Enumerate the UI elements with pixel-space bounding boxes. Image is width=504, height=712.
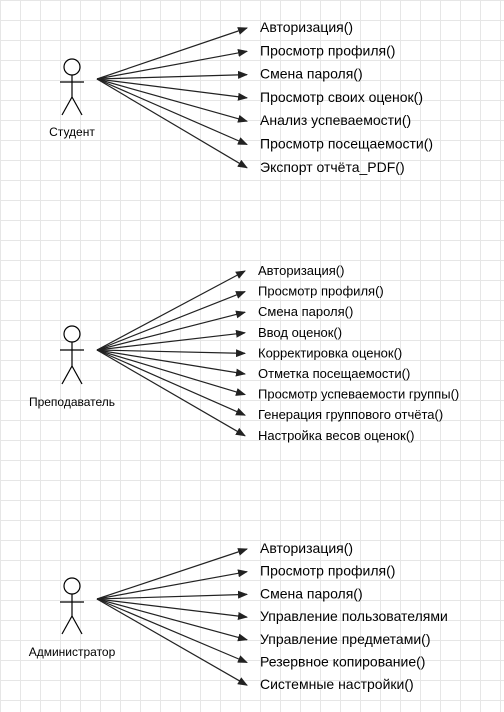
association-arrow [96,349,246,377]
association-arrow [96,49,248,80]
actor-figure-teacher [60,325,84,385]
use-case-label: Смена пароля() [260,66,363,82]
use-case-label: Авторизация() [260,540,353,556]
use-case-label: Просмотр посещаемости() [260,136,433,152]
association-arrow [96,78,248,169]
use-case-label: Смена пароля() [258,304,353,319]
use-case-label: Резервное копирование() [260,654,425,670]
use-case-label: Просмотр профиля() [258,284,384,299]
association-arrow [96,598,248,664]
association-arrow [96,270,246,351]
association-arrow [96,569,248,600]
association-arrow [96,78,248,101]
use-case-label: Смена пароля() [260,585,363,601]
association-arrow [96,78,248,123]
use-case-label: Просмотр профиля() [260,563,395,579]
association-arrow [96,78,248,146]
use-case-label: Отметка посещаемости() [258,366,410,381]
use-case-label: Авторизация() [258,263,344,278]
use-case-label: Управление предметами() [260,631,431,647]
use-case-label: Генерация группового отчёта() [258,407,443,422]
actor-label-teacher: Преподаватель [29,395,115,409]
use-case-labels-admin: Авторизация() Просмотр профиля() Смена пар… [260,540,448,692]
association-arrow [96,310,246,351]
use-case-labels-teacher: Авторизация() Просмотр профиля() Смена пар… [258,263,459,443]
association-arrow [96,291,246,351]
actor-group-teacher: Преподаватель Авторизация() Просмотр проф… [29,263,459,443]
use-case-label: Ввод оценок() [258,325,342,340]
association-arrow [96,349,246,396]
association-arrow [96,70,248,80]
association-arrow [96,598,248,686]
association-arrow [96,349,246,358]
use-case-label: Экспорт отчёта_PDF() [260,159,405,175]
association-arrows-admin [96,548,248,686]
use-case-labels-student: Авторизация() Просмотр профиля() Смена пар… [260,19,433,175]
use-case-label: Корректировка оценок() [258,345,402,360]
association-arrow [96,349,246,437]
actor-figure-admin [60,577,84,635]
use-case-label: Настройка весов оценок() [258,428,415,443]
association-arrow [96,598,248,620]
association-arrow [96,590,248,600]
association-arrow [96,329,246,351]
actor-group-admin: Администратор Авторизация() Просмотр проф… [29,540,448,692]
use-case-label: Просмотр своих оценок() [260,89,423,105]
use-case-label: Авторизация() [260,19,353,35]
use-case-label: Анализ успеваемости() [260,112,411,128]
actor-group-student: Студент Авторизация() Просмотр профиля() С… [49,19,433,175]
use-case-label: Просмотр профиля() [260,42,395,58]
association-arrows-student [96,27,248,169]
association-arrows-teacher [96,270,246,437]
use-case-label: Просмотр успеваемости группы() [258,387,459,402]
actor-figure-student [60,58,84,116]
association-arrow [96,548,248,600]
association-arrow [96,27,248,80]
association-arrow [96,349,246,416]
association-arrow [96,598,248,642]
actor-label-admin: Администратор [29,645,116,659]
actor-label-student: Студент [49,125,95,139]
use-case-label: Управление пользователями [260,608,448,624]
use-case-label: Системные настройки() [260,676,414,692]
